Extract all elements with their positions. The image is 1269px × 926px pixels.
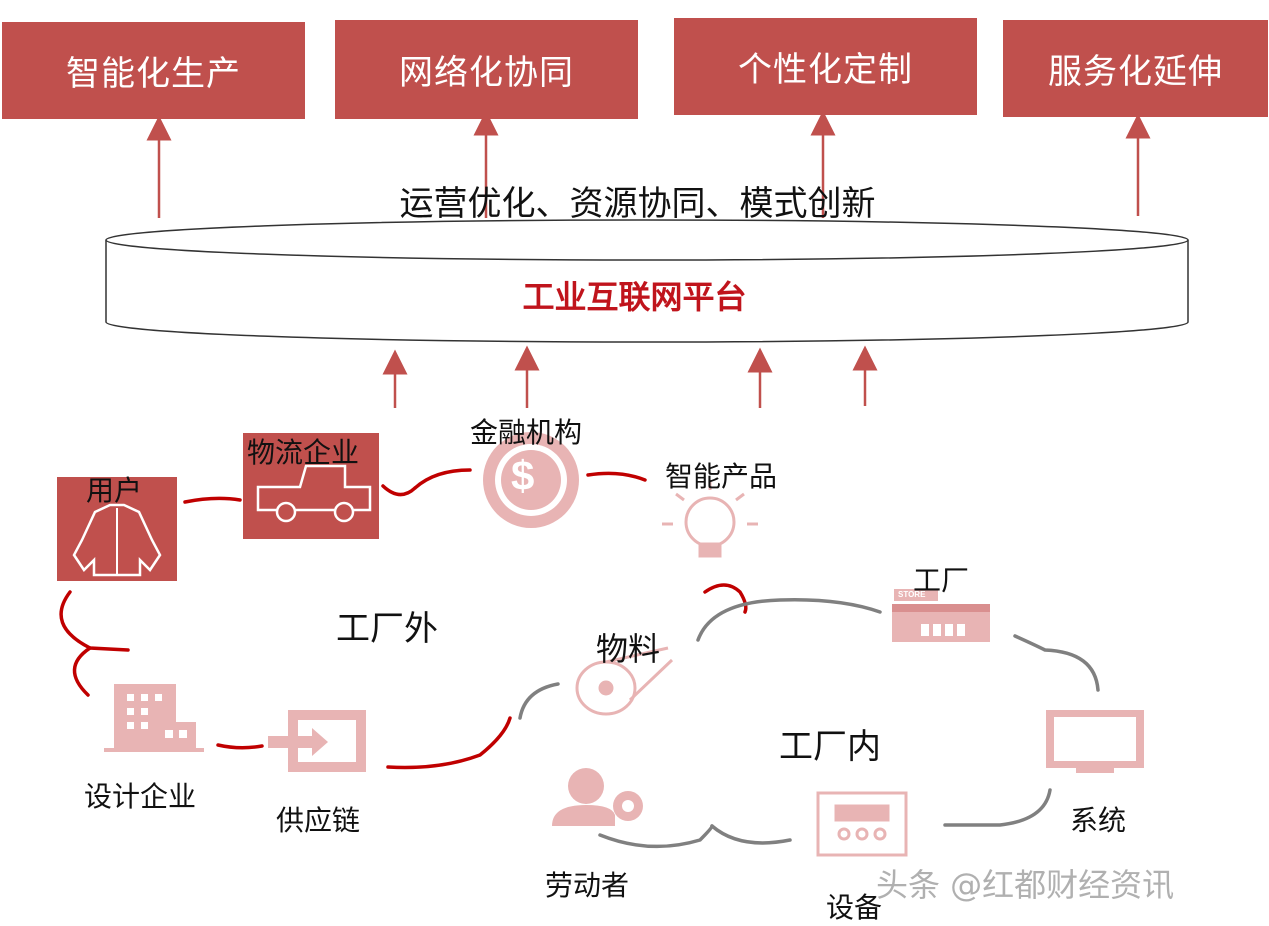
lightbulb-icon [662,480,758,558]
outside-factory-cloud [59,468,748,770]
label-design: 设计企业 [84,780,197,813]
truck-icon [243,433,379,539]
outcome-box-personalized-customization: 个性化定制 [674,18,977,115]
platform-to-outcome-arrows [146,110,1151,218]
factory-store-icon [892,589,990,642]
label-inside-factory: 工厂内 [779,727,881,767]
monitor-icon [1046,710,1144,773]
label-outside-factory: 工厂外 [336,609,438,649]
label-smart-product: 智能产品 [665,460,778,493]
dollar-coin-icon [483,432,579,528]
label-supply-chain: 供应链 [276,804,361,837]
material-roll-icon [575,646,674,716]
label-finance: 金融机构 [470,416,583,449]
platform-title: 工业互联网平台 [522,278,747,316]
outcome-box-service-extension: 服务化延伸 [1003,20,1268,117]
label-equipment: 设备 [826,891,883,924]
label-worker: 劳动者 [545,869,630,902]
outcome-box-smart-production: 智能化生产 [2,22,305,119]
equipment-icon [816,791,908,857]
building-icon [104,684,204,752]
label-logistics: 物流企业 [247,436,360,469]
label-material: 物料 [596,630,661,668]
watermark: 头条 @红都财经资讯 [876,866,1175,904]
label-factory: 工厂 [913,564,970,597]
worker-gear-icon [552,768,643,826]
tagline: 运营优化、资源协同、模式创新 [399,184,876,224]
user-icon [57,477,177,581]
label-user: 用户 [86,474,143,507]
ecosystem-to-platform-arrows [382,345,878,408]
supply-chain-icon [268,710,366,772]
label-system: 系统 [1070,804,1127,837]
outcome-box-network-collaboration: 网络化协同 [335,20,638,119]
platform-disk [105,219,1189,343]
store-sign-text: STORE [898,590,926,599]
inside-factory-cloud [518,598,1100,849]
dollar-sign-glyph: $ [511,452,535,499]
